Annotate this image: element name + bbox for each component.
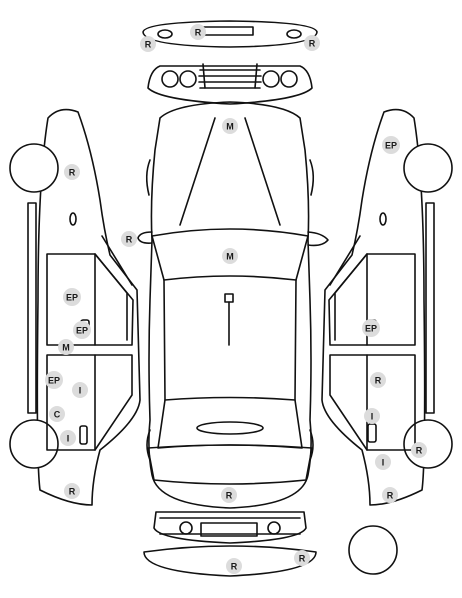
damage-badge-label: EP	[76, 326, 88, 336]
damage-badge-r: R	[64, 483, 80, 499]
damage-badge-label: I	[382, 458, 385, 468]
damage-badge-r: R	[294, 550, 310, 566]
damage-badge-r: R	[221, 487, 237, 503]
damage-badge-ep: EP	[73, 321, 91, 339]
damage-badge-r: R	[382, 487, 398, 503]
damage-badge-label: EP	[385, 141, 397, 151]
damage-badge-label: R	[416, 446, 423, 456]
damage-badge-r: R	[140, 36, 156, 52]
damage-badge-m: M	[222, 248, 238, 264]
damage-badge-label: R	[299, 554, 306, 564]
rear-bumper-view	[143, 511, 317, 577]
damage-badge-label: R	[69, 168, 76, 178]
spare-wheel	[348, 525, 398, 575]
damage-badge-r: R	[304, 35, 320, 51]
damage-badge-label: R	[145, 40, 152, 50]
damage-badges: R R R M M R R EP EP M EP I C I R EP EP R I R I R R R R	[45, 24, 427, 574]
damage-badge-label: M	[62, 343, 70, 353]
damage-badge-label: EP	[48, 376, 60, 386]
damage-badge-label: C	[54, 410, 61, 420]
damage-badge-c: C	[49, 406, 65, 422]
damage-badge-label: R	[309, 39, 316, 49]
damage-badge-r: R	[226, 558, 242, 574]
damage-badge-label: R	[375, 376, 382, 386]
front-grille-view	[147, 63, 313, 105]
damage-badge-label: EP	[365, 324, 377, 334]
damage-badge-m: M	[58, 339, 74, 355]
damage-badge-m: M	[222, 118, 238, 134]
damage-badge-ep: EP	[362, 319, 380, 337]
damage-badge-label: R	[126, 235, 133, 245]
right-side-view	[321, 108, 453, 506]
damage-badge-r: R	[411, 442, 427, 458]
damage-badge-label: I	[67, 434, 70, 444]
damage-badge-i: I	[375, 454, 391, 470]
damage-badge-label: R	[69, 487, 76, 497]
damage-badge-label: I	[371, 412, 374, 422]
damage-badge-i: I	[364, 408, 380, 424]
damage-badge-r: R	[64, 164, 80, 180]
damage-badge-label: R	[387, 491, 394, 501]
damage-badge-ep: EP	[45, 371, 63, 389]
damage-badge-r: R	[190, 24, 206, 40]
car-top-view	[137, 101, 329, 509]
damage-badge-label: EP	[66, 293, 78, 303]
left-side-view	[9, 108, 141, 506]
damage-badge-label: R	[231, 562, 238, 572]
damage-badge-label: M	[226, 122, 234, 132]
damage-badge-label: I	[79, 386, 82, 396]
damage-badge-r: R	[121, 231, 137, 247]
damage-badge-ep: EP	[63, 288, 81, 306]
damage-badge-label: M	[226, 252, 234, 262]
damage-badge-ep: EP	[382, 136, 400, 154]
damage-badge-i: I	[72, 382, 88, 398]
damage-badge-i: I	[60, 430, 76, 446]
front-bumper-view	[142, 20, 318, 48]
damage-badge-label: R	[195, 28, 202, 38]
damage-badge-r: R	[370, 372, 386, 388]
damage-badge-label: R	[226, 491, 233, 501]
